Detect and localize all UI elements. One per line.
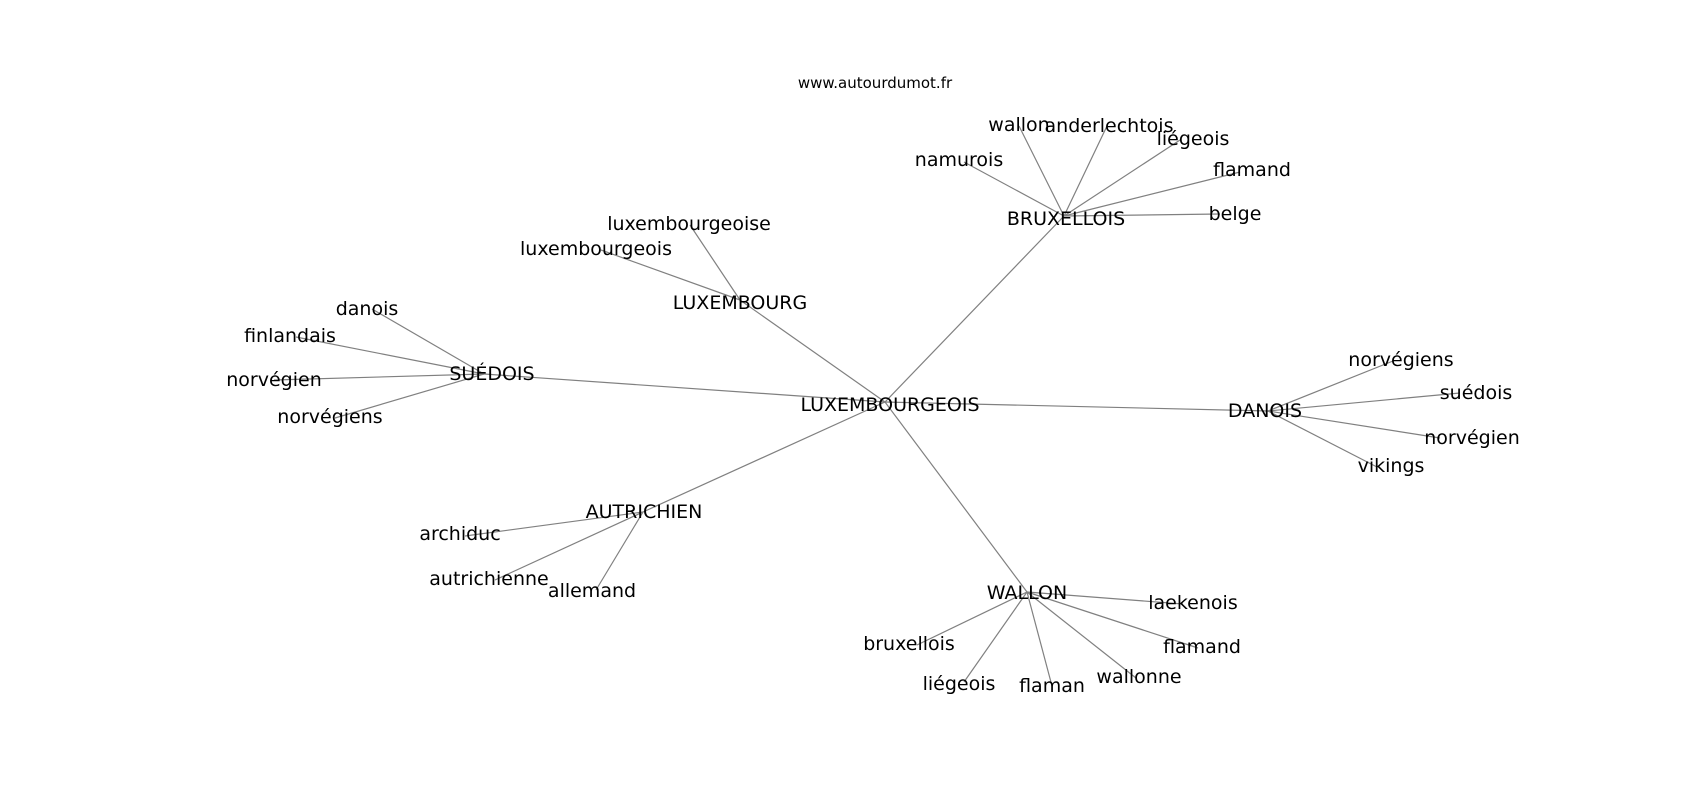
node-leaf-label[interactable]: allemand (548, 580, 636, 602)
node-leaf-label[interactable]: norvégiens (277, 406, 382, 428)
node-leaf-label[interactable]: liégeois (923, 673, 996, 695)
edge-wallon_hub-leaf-1 (1026, 591, 1199, 649)
node-hub-label[interactable]: WALLON (987, 582, 1067, 604)
node-leaf-label[interactable]: flamand (1213, 159, 1291, 181)
node-leaf-label[interactable]: flaman (1019, 675, 1085, 697)
node-leaf-label[interactable]: bruxellois (863, 633, 955, 655)
graph-labels: www.autourdumot.fr LUXEMBOURGEOIS BRUXELL… (226, 74, 1519, 697)
node-hub-label[interactable]: BRUXELLOIS (1007, 208, 1125, 230)
edge-wallon_hub-leaf-4 (963, 591, 1028, 683)
node-leaf-label[interactable]: laekenois (1148, 592, 1237, 614)
edge-danois_hub-leaf-2 (1267, 410, 1441, 439)
edge-suedois_hub-leaf-0 (371, 308, 485, 375)
edge-danois_hub-leaf-0 (1267, 360, 1394, 412)
edge-bruxellois_hub-leaf-0 (1018, 125, 1065, 217)
node-leaf-label[interactable]: norvégien (1424, 427, 1519, 449)
node-hub-label[interactable]: LUXEMBOURG (673, 292, 807, 314)
node-leaf-label[interactable]: anderlechtois (1045, 115, 1174, 137)
edge-bruxellois_hub-leaf-2 (1063, 139, 1181, 217)
node-leaf-label[interactable]: wallon (988, 114, 1049, 136)
site-watermark: www.autourdumot.fr (798, 74, 953, 92)
edge-root-wallon_hub (884, 401, 1028, 593)
node-leaf-label[interactable]: luxembourgeois (520, 238, 672, 260)
node-leaf-label[interactable]: luxembourgeoise (607, 213, 771, 235)
node-hub-label[interactable]: AUTRICHIEN (586, 501, 703, 523)
node-leaf-label[interactable]: norvégien (226, 369, 321, 391)
edge-root-suedois_hub (483, 373, 886, 403)
edge-bruxellois_hub-leaf-4 (1063, 213, 1221, 217)
node-leaf-label[interactable]: vikings (1358, 455, 1425, 477)
node-leaf-label[interactable]: autrichienne (429, 568, 548, 590)
node-leaf-label[interactable]: suédois (1440, 382, 1513, 404)
edge-autrichien_hub-leaf-0 (464, 511, 644, 537)
node-root-label[interactable]: LUXEMBOURGEOIS (800, 394, 979, 416)
edge-bruxellois_hub-leaf-1 (1063, 125, 1108, 217)
node-leaf-label[interactable]: danois (336, 298, 399, 320)
edge-root-bruxellois_hub (884, 215, 1065, 403)
node-leaf-label[interactable]: namurois (915, 149, 1003, 171)
edge-wallon_hub-leaf-5 (916, 591, 1028, 646)
node-leaf-label[interactable]: norvégiens (1348, 349, 1453, 371)
node-leaf-label[interactable]: archiduc (419, 523, 500, 545)
node-leaf-label[interactable]: liégeois (1157, 128, 1230, 150)
edge-suedois_hub-leaf-1 (295, 336, 485, 375)
edge-autrichien_hub-leaf-2 (595, 511, 644, 591)
node-leaf-label[interactable]: wallonne (1096, 666, 1181, 688)
node-leaf-label[interactable]: finlandais (244, 325, 336, 347)
node-hub-label[interactable]: DANOIS (1228, 400, 1302, 422)
edge-luxembourg_hub-leaf-0 (689, 224, 741, 301)
edge-wallon_hub-leaf-0 (1026, 591, 1184, 605)
edge-autrichien_hub-leaf-1 (494, 511, 644, 581)
edge-wallon_hub-leaf-3 (1026, 591, 1053, 687)
node-leaf-label[interactable]: belge (1209, 203, 1262, 225)
edge-root-danois_hub (884, 401, 1269, 412)
node-hub-label[interactable]: SUÉDOIS (449, 362, 534, 385)
edge-luxembourg_hub-leaf-1 (600, 249, 741, 301)
edge-suedois_hub-leaf-2 (273, 373, 485, 381)
edge-root-autrichien_hub (642, 401, 886, 513)
edge-root-luxembourg_hub (739, 299, 886, 403)
node-leaf-label[interactable]: flamand (1163, 636, 1241, 658)
edge-danois_hub-leaf-1 (1267, 392, 1461, 412)
graph-edges (273, 125, 1461, 687)
edge-danois_hub-leaf-3 (1267, 410, 1378, 468)
edge-suedois_hub-leaf-3 (334, 373, 485, 419)
edge-bruxellois_hub-leaf-5 (963, 161, 1065, 217)
edge-wallon_hub-leaf-2 (1026, 591, 1137, 679)
edge-bruxellois_hub-leaf-3 (1063, 171, 1241, 217)
